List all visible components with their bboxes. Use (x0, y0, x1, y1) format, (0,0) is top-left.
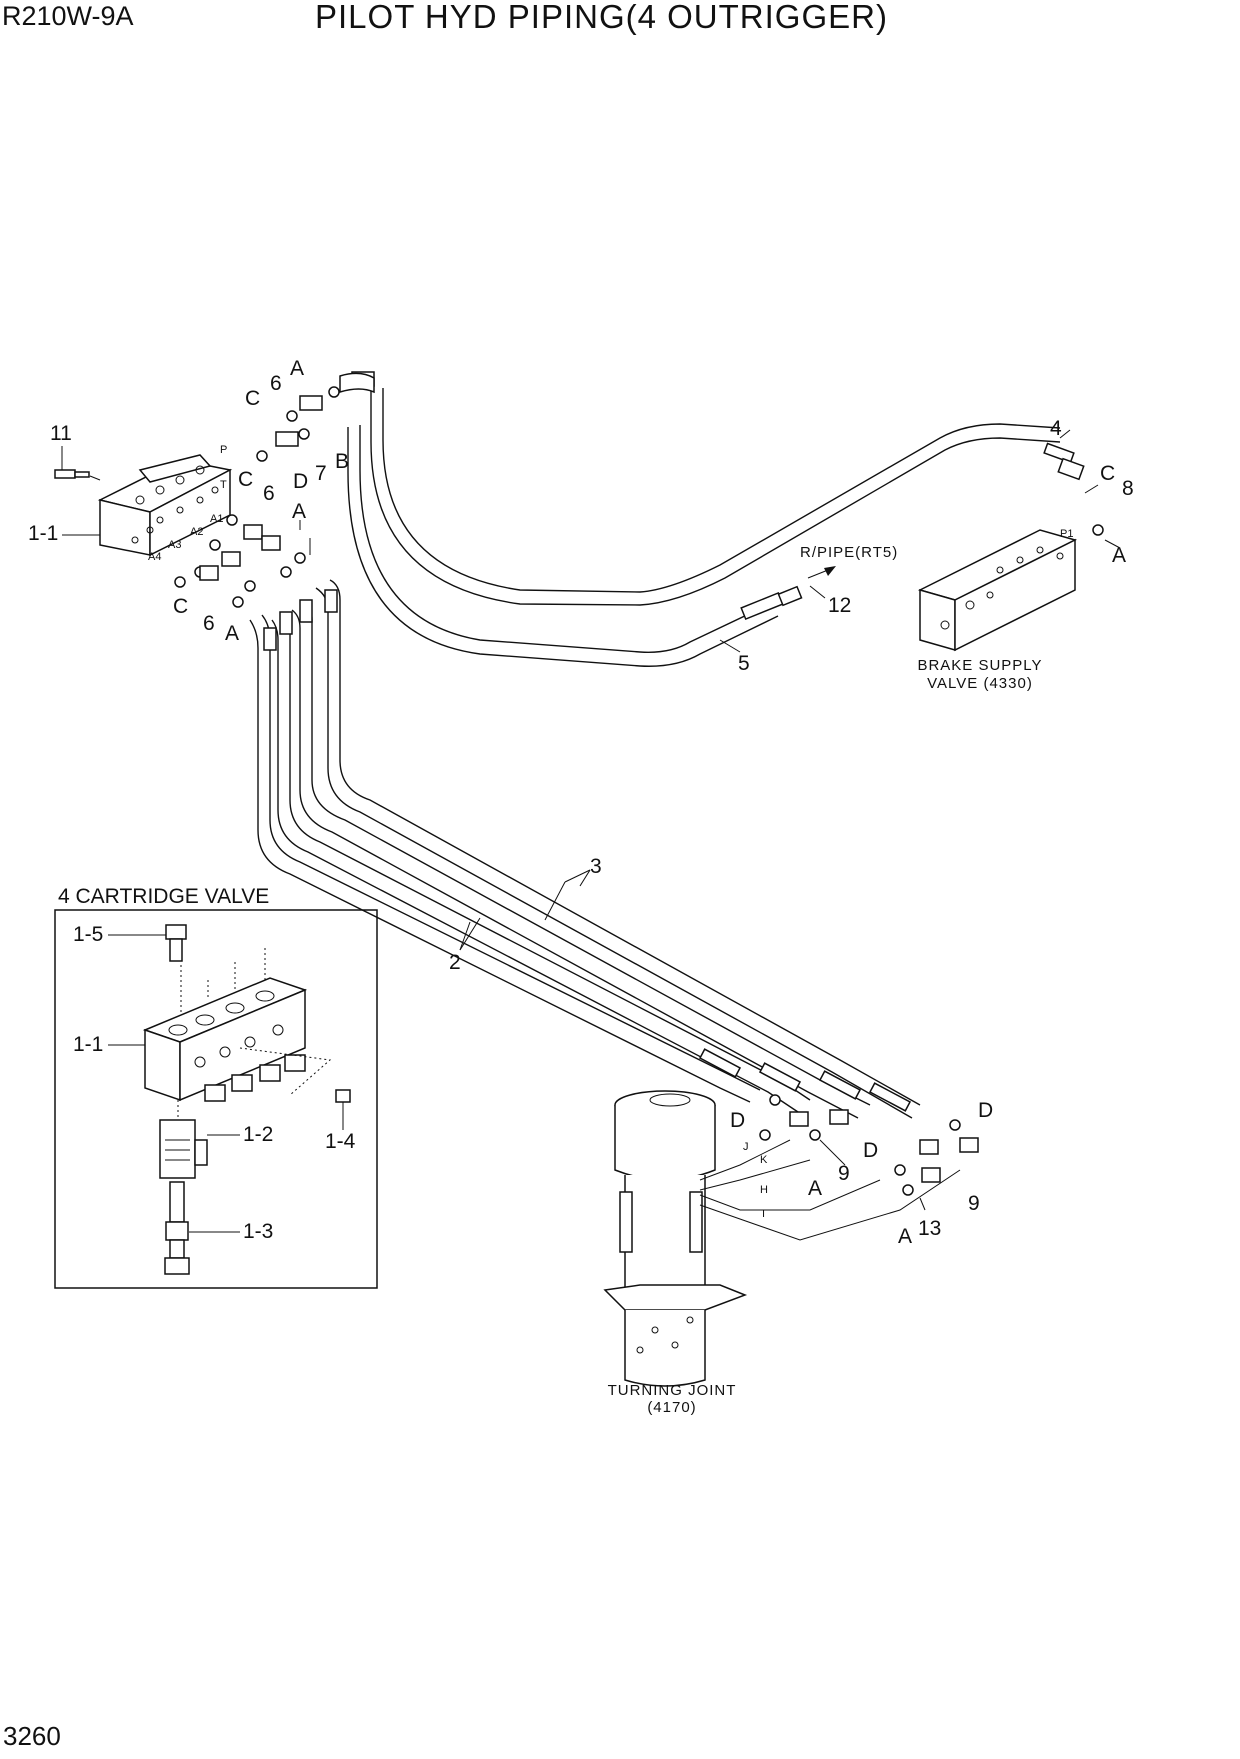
callout-4: 4 (1050, 417, 1062, 440)
callout-B1: B (335, 450, 349, 473)
brake-valve-caption-1: BRAKE SUPPLY (917, 657, 1042, 674)
callout-A2: A (292, 500, 306, 523)
callout-A3: A (225, 622, 239, 645)
hose-4 (370, 388, 1085, 606)
inset-frame (54, 909, 378, 1289)
page-number: 3260 (3, 1721, 61, 1751)
callout-D4: D (978, 1099, 993, 1122)
inset-callout-1-1: 1-1 (73, 1033, 103, 1056)
turning-joint-fittings (759, 1094, 979, 1196)
callout-C3: C (173, 595, 188, 618)
callout-11: 11 (50, 422, 72, 445)
callout-6a: 6 (270, 372, 282, 395)
inset-callout-1-2: 1-2 (243, 1123, 273, 1146)
callout-D2: D (730, 1109, 745, 1132)
callout-5: 5 (738, 652, 750, 675)
cartridge-valve-inset: 4 CARTRIDGE VALVE (54, 885, 378, 1289)
return-pipe-label: R/PIPE(RT5) (800, 544, 898, 561)
callout-C1: C (245, 387, 260, 410)
port-A3: A3 (168, 539, 181, 551)
port-I: I (762, 1208, 765, 1220)
inset-callout-1-5: 1-5 (73, 923, 103, 946)
port-T: T (220, 479, 227, 491)
callout-12: 12 (828, 594, 851, 617)
o-ring-brake-valve (1092, 524, 1104, 536)
callout-D3: D (863, 1139, 878, 1162)
callout-8: 8 (1122, 477, 1134, 500)
callout-6c: 6 (203, 612, 215, 635)
callout-2: 2 (449, 951, 461, 974)
callout-D1: D (293, 470, 308, 493)
callout-C2: C (238, 468, 253, 491)
port-labels: P T A1 A2 A3 A4 P1 J K H I (148, 444, 1073, 1220)
inset-callout-1-4: 1-4 (325, 1130, 356, 1153)
port-A2: A2 (190, 526, 203, 538)
callout-A6: A (898, 1225, 912, 1248)
port-A1: A1 (210, 513, 223, 525)
control-valve-block (97, 454, 233, 557)
turning-joint-caption-2: (4170) (647, 1399, 696, 1416)
leader-lines (62, 429, 1121, 1211)
inset-title: 4 CARTRIDGE VALVE (58, 885, 269, 908)
port-P1: P1 (1060, 528, 1073, 540)
plug-11 (54, 446, 90, 479)
callout-A4: A (1112, 544, 1126, 567)
hose-bundle-2-3 (249, 579, 921, 1119)
turning-joint (603, 1090, 961, 1387)
turning-joint-caption-1: TURNING JOINT (608, 1382, 737, 1399)
port-J: J (743, 1141, 749, 1153)
control-valve-fittings (174, 514, 306, 608)
callout-9b: 9 (968, 1192, 980, 1215)
brake-valve-caption-2: VALVE (4330) (927, 675, 1033, 692)
port-H: H (760, 1184, 768, 1196)
callout-6b: 6 (263, 482, 275, 505)
port-A4: A4 (148, 551, 161, 563)
hose-5 (347, 425, 836, 667)
page-title: PILOT HYD PIPING(4 OUTRIGGER) (315, 0, 888, 35)
brake-supply-valve (917, 529, 1078, 652)
model-code: R210W-9A (2, 1, 134, 31)
upper-fittings (256, 371, 375, 462)
callout-A1: A (290, 357, 304, 380)
callout-3: 3 (590, 855, 602, 878)
callout-1-1: 1-1 (28, 522, 58, 545)
callout-C4: C (1100, 462, 1115, 485)
port-K: K (760, 1154, 768, 1166)
callout-A5: A (808, 1177, 822, 1200)
port-P: P (220, 444, 227, 456)
callout-13: 13 (918, 1217, 941, 1240)
callout-9a: 9 (838, 1162, 850, 1185)
callouts: 11 1-1 6 A C B 7 D C 6 A C 6 A 4 C 8 A 1… (28, 357, 1134, 1248)
callout-7: 7 (315, 462, 327, 485)
inset-callout-1-3: 1-3 (243, 1220, 273, 1243)
